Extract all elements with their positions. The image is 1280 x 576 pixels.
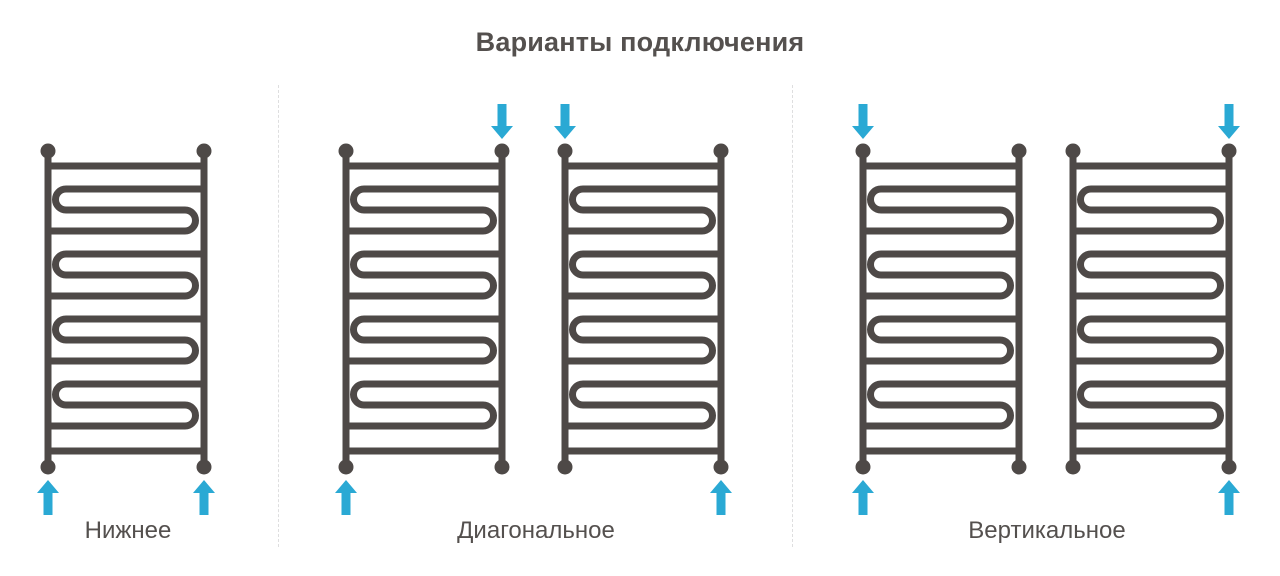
towel-radiator-icon <box>557 141 729 477</box>
flow-arrow-up-icon <box>1218 480 1240 515</box>
radiator-diagonal-variant-1 <box>338 104 510 516</box>
flow-arrow-up-icon <box>710 480 732 515</box>
flow-arrow-up-icon <box>335 480 357 515</box>
flow-arrow-down-icon <box>554 104 576 139</box>
flow-arrow-up-icon <box>37 480 59 515</box>
radiator-diagonal-variant-2 <box>557 104 729 516</box>
flow-arrow-up-icon <box>852 480 874 515</box>
flow-arrow-up-icon <box>193 480 215 515</box>
radiator-bottom-connection <box>40 104 212 516</box>
towel-radiator-icon <box>855 141 1027 477</box>
towel-radiator-icon <box>40 141 212 477</box>
radiator-vertical-variant-2 <box>1065 104 1237 516</box>
flow-arrow-down-icon <box>852 104 874 139</box>
radiator-vertical-variant-1 <box>855 104 1027 516</box>
section-divider <box>278 85 279 547</box>
towel-radiator-icon <box>338 141 510 477</box>
flow-arrow-down-icon <box>1218 104 1240 139</box>
section-divider <box>792 85 793 547</box>
diagram-title: Варианты подключения <box>475 27 805 57</box>
towel-radiator-icon <box>1065 141 1237 477</box>
flow-arrow-down-icon <box>491 104 513 139</box>
group-label-diagonal: Диагональное <box>457 517 615 544</box>
group-label-vertical: Вертикальное <box>968 517 1126 544</box>
group-label-bottom: Нижнее <box>84 517 172 544</box>
